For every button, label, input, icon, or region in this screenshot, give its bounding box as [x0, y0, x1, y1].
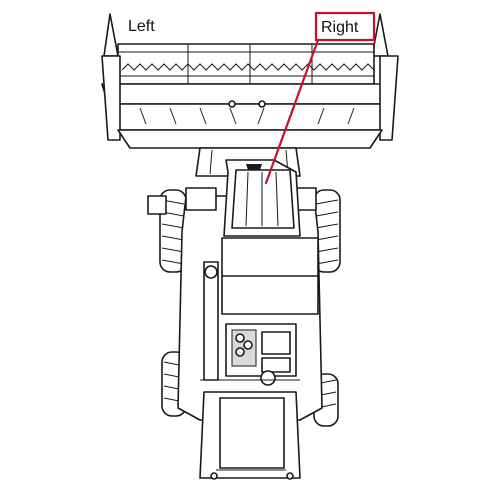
header-reel [117, 43, 375, 85]
right-leader-line [264, 38, 320, 185]
rear-hood [199, 391, 301, 480]
left-label: Left [128, 18, 155, 35]
left-step [147, 195, 167, 215]
unloading-auger [203, 261, 219, 381]
combine-body [147, 187, 323, 421]
header-auger-housing [101, 83, 397, 105]
left-crop-divider [103, 13, 119, 57]
left-header-frame [101, 55, 121, 141]
right-label-highlight-box [314, 11, 376, 42]
engine-cap [260, 370, 276, 386]
header-platform [101, 13, 399, 149]
operator-cab [223, 159, 301, 237]
right-label: Right [321, 19, 359, 36]
right-header-frame [379, 55, 399, 141]
